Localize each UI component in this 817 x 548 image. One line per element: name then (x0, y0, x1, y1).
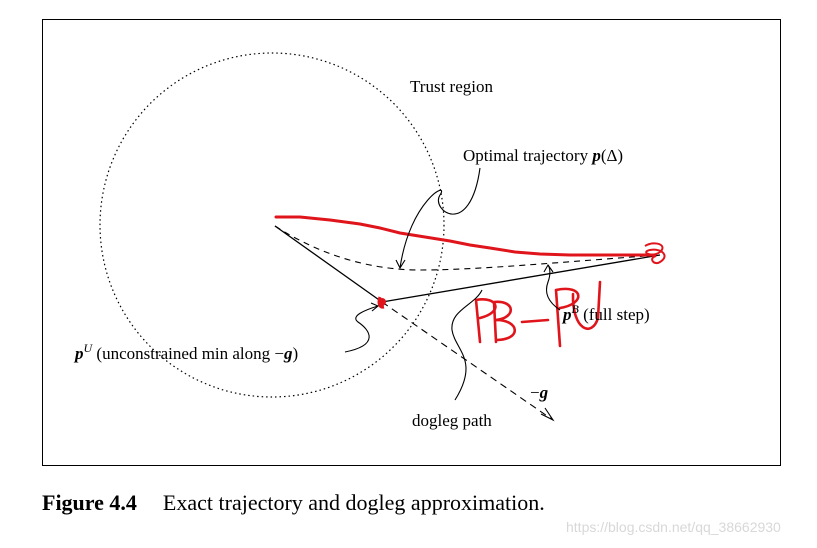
figure-frame (42, 19, 781, 466)
pb-label: pB (full step) (561, 302, 650, 324)
negative-gradient-ray (381, 301, 554, 421)
dogleg-leader (451, 289, 483, 401)
caption-text: Exact trajectory and dogleg approximatio… (162, 490, 545, 515)
pu-leader (344, 305, 379, 353)
optimal-trajectory-curve (274, 225, 661, 271)
trust-region-label: Trust region (410, 77, 493, 96)
red-pu-mark (377, 296, 385, 309)
dogleg-first-leg (274, 225, 383, 303)
watermark: https://blog.csdn.net/qq_38662930 (566, 519, 781, 535)
negative-g-label: −g (530, 383, 549, 402)
caption-label: Figure 4.4 (42, 490, 137, 515)
optimal-leader (399, 167, 481, 269)
red-hand-drawn-line (274, 215, 657, 257)
pb-leader (545, 264, 561, 311)
optimal-trajectory-label: Optimal trajectory p(Δ) (463, 146, 623, 165)
dogleg-second-leg (381, 254, 661, 303)
pu-label: pU (unconstrained min along −g) (73, 341, 298, 363)
negative-gradient-arrowhead (540, 407, 555, 422)
dogleg-path-label: dogleg path (412, 411, 492, 430)
handwritten-annotation (474, 280, 602, 348)
leader-arrows (344, 167, 561, 401)
figure-caption: Figure 4.4 Exact trajectory and dogleg ap… (42, 490, 545, 516)
red-scribble-endpoint (644, 242, 666, 265)
trust-region-circle (99, 52, 445, 398)
